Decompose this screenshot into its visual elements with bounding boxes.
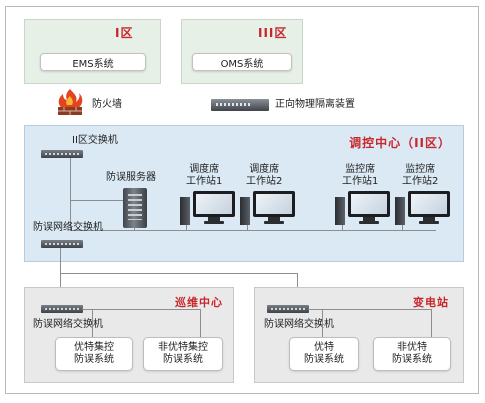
ws-monitor-1-line2: 工作站1: [342, 176, 379, 187]
substation-system-b-line1: 非优特: [397, 342, 427, 353]
patrol-system-a-line1: 优特集控: [74, 342, 114, 353]
patrol-bus: [82, 309, 201, 310]
substation-bus: [308, 309, 432, 310]
drop-ws-monitor-1: [342, 220, 343, 230]
substation-switch-label: 防误网络交换机: [264, 319, 334, 330]
firewall-label: 防火墙: [92, 99, 122, 110]
zone-ii-switch-label: II区交换机: [72, 135, 118, 146]
wan-line: [60, 273, 298, 274]
workstation-bus: [70, 230, 436, 231]
oms-system-box: OMS系统: [192, 53, 292, 71]
link-to-substation: [297, 273, 298, 287]
patrol-system-b-line2: 防误系统: [163, 354, 203, 365]
patrol-system-a: 优特集控 防误系统: [55, 337, 133, 371]
zone-i: I区 EMS系统: [24, 19, 161, 84]
substation-switch-icon: [267, 305, 309, 313]
ems-system-box: EMS系统: [40, 53, 146, 71]
ws-dispatch-2-icon: [240, 191, 296, 225]
ws-dispatch-2-line2: 工作站2: [246, 176, 283, 187]
link-switch-to-network-switch: [70, 155, 71, 230]
substation-system-b-line2: 防误系统: [392, 354, 432, 365]
patrol-center-title: 巡维中心: [175, 296, 223, 309]
ws-monitor-2-line1: 监控席: [405, 164, 436, 175]
patrol-system-b-line1: 非优特集控: [158, 342, 208, 353]
cc-network-switch-label: 防误网络交换机: [33, 222, 103, 233]
isolation-device-label: 正向物理隔离装置: [275, 99, 355, 110]
link-server-branch: [70, 200, 130, 201]
patrol-switch-label: 防误网络交换机: [33, 319, 103, 330]
ems-system-label: EMS系统: [72, 58, 114, 70]
patrol-switch-icon: [41, 305, 83, 313]
server-label: 防误服务器: [106, 172, 156, 183]
drop-ws-monitor-2: [402, 220, 403, 230]
substation-drop-b: [431, 309, 432, 337]
ws-monitor-1-label: 监控席 工作站1: [342, 164, 378, 188]
ws-dispatch-1-line1: 调度席: [189, 164, 220, 175]
ws-dispatch-1-icon: [180, 191, 236, 225]
ws-dispatch-2-line1: 调度席: [249, 164, 280, 175]
ws-dispatch-2-label: 调度席 工作站2: [246, 164, 282, 188]
ws-monitor-2-icon: [395, 191, 451, 225]
server-icon: [123, 188, 147, 228]
patrol-drop-b: [200, 309, 201, 337]
zone-iii: III区 OMS系统: [181, 19, 303, 84]
patrol-system-a-line2: 防误系统: [74, 354, 114, 365]
ws-monitor-2-line2: 工作站2: [402, 176, 439, 187]
control-center-zone: 调控中心（II区）: [24, 125, 464, 262]
drop-ws-dispatch-1: [186, 220, 187, 230]
isolation-device-icon: [211, 99, 269, 111]
control-center-title: 调控中心（II区）: [349, 136, 451, 150]
substation-system-a: 优特 防误系统: [289, 337, 359, 371]
substation-system-b: 非优特 防误系统: [373, 337, 451, 371]
substation-title: 变电站: [413, 296, 449, 309]
substation-system-a-line1: 优特: [314, 342, 334, 353]
ws-dispatch-1-line2: 工作站1: [186, 176, 223, 187]
patrol-system-b: 非优特集控 防误系统: [143, 337, 223, 371]
ws-monitor-1-icon: [335, 191, 391, 225]
substation-drop-a: [322, 309, 323, 337]
ws-monitor-2-label: 监控席 工作站2: [402, 164, 438, 188]
drop-server: [134, 228, 135, 231]
substation-system-a-line2: 防误系统: [304, 354, 344, 365]
zone-iii-title: III区: [258, 26, 288, 40]
zone-ii-switch-icon: [41, 150, 83, 158]
firewall-icon: [58, 89, 83, 115]
patrol-drop-a: [92, 309, 93, 337]
oms-system-label: OMS系统: [220, 58, 264, 70]
ws-monitor-1-line1: 监控席: [345, 164, 376, 175]
cc-network-switch-icon: [41, 240, 83, 248]
ws-dispatch-1-label: 调度席 工作站1: [186, 164, 222, 188]
zone-i-title: I区: [115, 26, 134, 40]
drop-ws-dispatch-2: [247, 220, 248, 230]
